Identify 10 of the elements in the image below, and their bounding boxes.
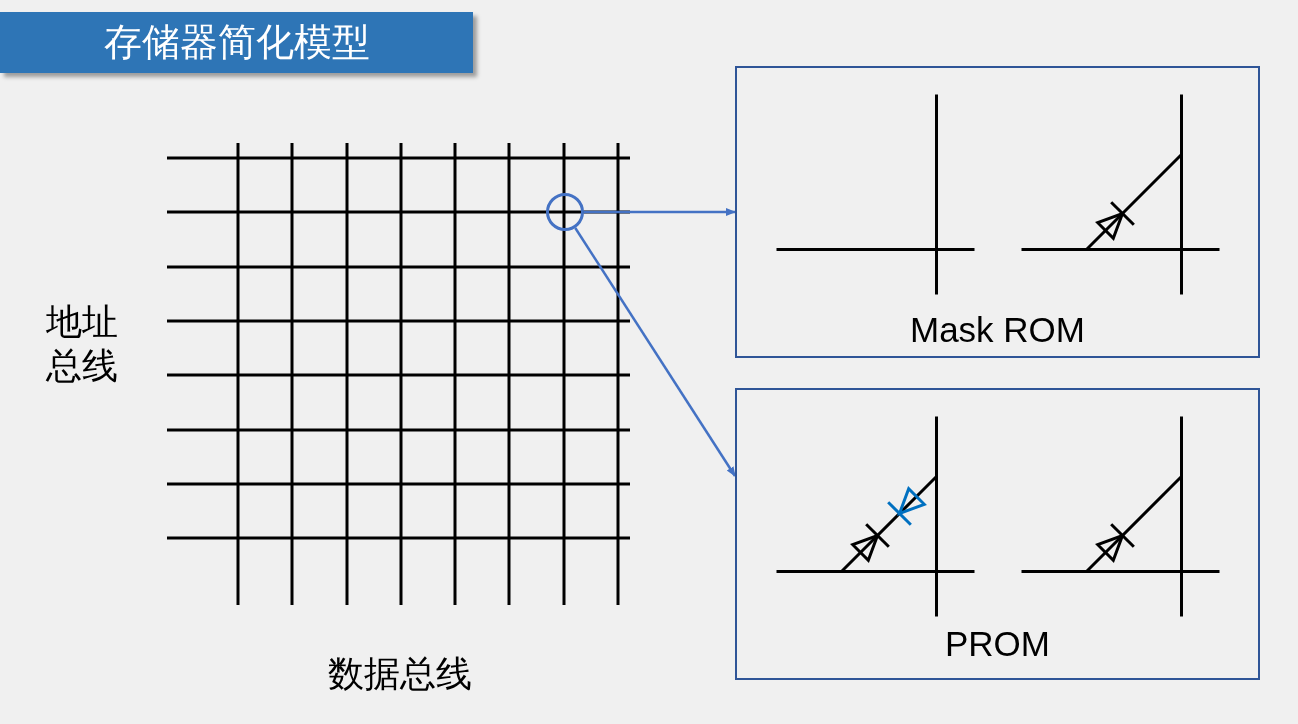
panel-label: PROM — [945, 624, 1050, 664]
axis-label: 地址总线 — [45, 300, 119, 388]
arrow — [584, 208, 736, 216]
arrow — [574, 227, 737, 477]
panel-label: Mask ROM — [910, 310, 1085, 350]
detail-panel — [735, 388, 1260, 680]
highlight-circle — [546, 193, 584, 231]
axis-label: 数据总线 — [327, 652, 473, 696]
title-banner: 存储器简化模型 — [0, 12, 473, 73]
detail-panel — [735, 66, 1260, 358]
